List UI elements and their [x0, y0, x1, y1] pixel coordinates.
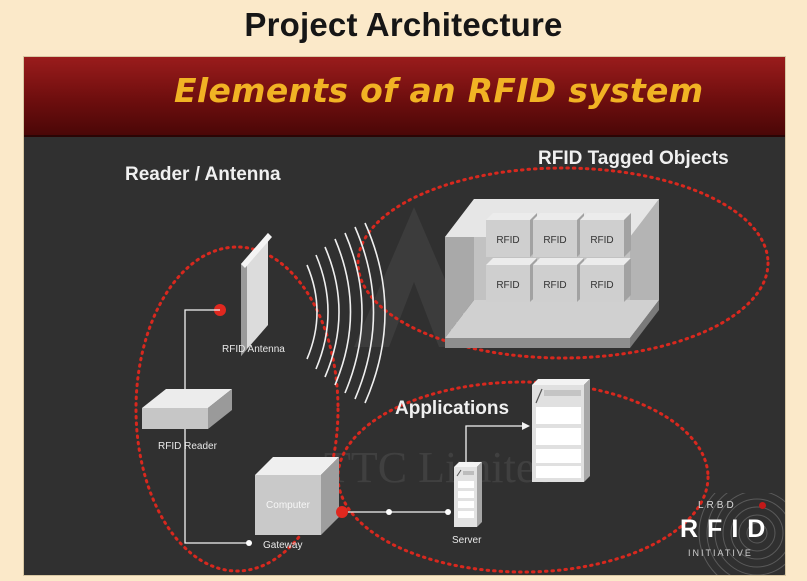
gateway-dot: [246, 540, 252, 546]
logo-top-text: LRBD: [698, 500, 737, 511]
computer-connection-dot: [336, 506, 348, 518]
computer-graphic: Computer: [255, 457, 339, 535]
lrbd-rfid-initiative-logo: LRBD RFID INITIATIVE: [677, 493, 785, 575]
tagged-objects-heading: RFID Tagged Objects: [538, 148, 729, 169]
watermark-logo: TTC Limited: [324, 207, 557, 492]
server-graphic: [454, 462, 482, 527]
gateway-label: Gateway: [263, 540, 303, 551]
rfid-tag-label: RFID: [496, 280, 519, 291]
rfid-tag-label: RFID: [496, 235, 519, 246]
server-label: Server: [452, 535, 482, 546]
rfid-tag-box: RFID: [533, 213, 584, 257]
tagged-objects-region: [356, 166, 770, 360]
rfid-antenna-graphic: [241, 233, 272, 356]
watermark-text: TTC Limited: [324, 443, 557, 492]
rfid-tag-box: RFID: [533, 258, 584, 302]
link-dot: [445, 509, 451, 515]
reader-antenna-heading: Reader / Antenna: [125, 164, 281, 185]
logo-main-text: RFID: [680, 515, 775, 543]
rfid-tag-label: RFID: [543, 235, 566, 246]
radio-waves: [306, 222, 386, 404]
connection-lines: [184, 309, 524, 544]
rfid-system-diagram: TTC Limited: [134, 166, 770, 574]
rfid-antenna-label: RFID Antenna: [222, 344, 285, 355]
rfid-reader-graphic: [142, 389, 232, 429]
slide: Elements of an RFID system TTC Limited: [23, 56, 786, 576]
rfid-tag-label: RFID: [590, 235, 613, 246]
applications-heading: Applications: [395, 398, 510, 419]
logo-rings-graphic: [698, 493, 785, 575]
applications-document-graphic: [532, 379, 590, 482]
link-dot: [386, 509, 392, 515]
computer-label: Computer: [266, 500, 311, 511]
reader-antenna-region: [134, 245, 340, 573]
rfid-reader-label: RFID Reader: [158, 441, 217, 452]
rfid-tag-box: RFID: [580, 258, 631, 302]
rfid-tag-boxes: RFID RFID RFID RFID: [486, 213, 631, 302]
slide-banner: Elements of an RFID system: [24, 57, 785, 137]
rfid-tag-label: RFID: [590, 280, 613, 291]
logo-red-dot: [759, 502, 766, 509]
rfid-tag-label: RFID: [543, 280, 566, 291]
page-title: Project Architecture: [244, 6, 563, 43]
rfid-tag-box: RFID: [486, 213, 537, 257]
arrow-head: [522, 422, 530, 430]
rfid-tag-box: RFID: [486, 258, 537, 302]
slide-banner-title: Elements of an RFID system: [174, 71, 704, 110]
logo-bottom-text: INITIATIVE: [688, 548, 753, 558]
rfid-tag-box: RFID: [580, 213, 631, 257]
